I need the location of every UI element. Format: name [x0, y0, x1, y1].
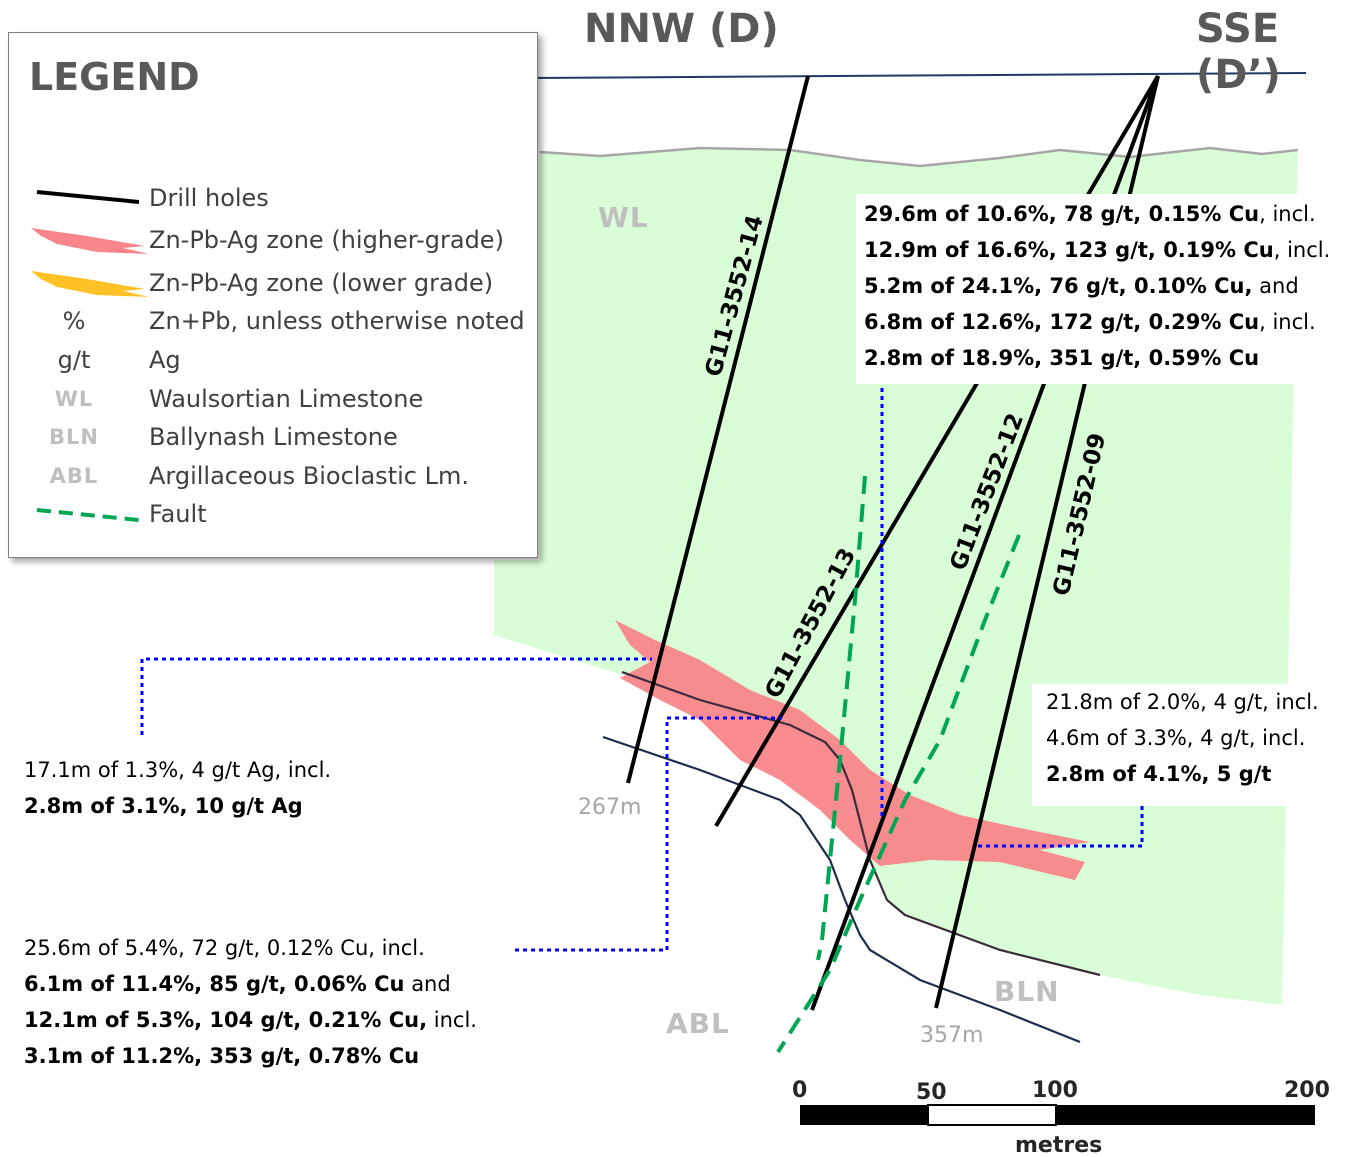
legend-item-abl: ABL Argillaceous Bioclastic Lm.: [9, 458, 537, 494]
intercept-line: 29.6m of 10.6%, 78 g/t, 0.15% Cu, incl.: [864, 202, 1316, 226]
intercept-line: 5.2m of 24.1%, 76 g/t, 0.10% Cu, and: [864, 274, 1299, 298]
unit-label-abl: ABL: [666, 1007, 730, 1040]
percent-symbol: %: [62, 307, 86, 335]
legend-item-percent: % Zn+Pb, unless otherwise noted: [9, 303, 537, 339]
wl-code-symbol: WL: [54, 387, 94, 411]
unit-label-bln: BLN: [994, 975, 1060, 1008]
intercept-note-upper-right: 29.6m of 10.6%, 78 g/t, 0.15% Cu, incl. …: [856, 194, 1339, 384]
legend-item-fault: Fault: [9, 496, 537, 532]
unit-label-wl: WL: [598, 201, 649, 234]
intercept-line: 3.1m of 11.2%, 353 g/t, 0.78% Cu: [24, 1044, 420, 1068]
scale-tick-50: 50: [916, 1080, 947, 1105]
legend-label: Fault: [149, 500, 207, 528]
intercept-line: 2.8m of 4.1%, 5 g/t: [1046, 762, 1272, 786]
legend-item-drill-holes: Drill holes: [9, 180, 537, 216]
abl-code-symbol: ABL: [49, 464, 99, 488]
drill-hole-g11-3552-14: [626, 75, 810, 784]
gt-symbol: g/t: [57, 346, 91, 374]
legend-item-zone-high: Zn-Pb-Ag zone (higher-grade): [9, 222, 537, 258]
bln-code-symbol: BLN: [49, 425, 99, 449]
legend-label: Zn-Pb-Ag zone (higher-grade): [149, 226, 504, 254]
legend-title: LEGEND: [29, 55, 200, 99]
legend-item-wl: WL Waulsortian Limestone: [9, 381, 537, 417]
legend-label: Ballynash Limestone: [149, 423, 398, 451]
intercept-line: 17.1m of 1.3%, 4 g/t Ag, incl.: [24, 758, 332, 782]
direction-label-nnw: NNW (D): [584, 6, 779, 52]
callout-leader-right: [978, 800, 1144, 848]
legend-label: Drill holes: [149, 184, 269, 212]
intercept-line: 6.8m of 12.6%, 172 g/t, 0.29% Cu, incl.: [864, 310, 1316, 334]
legend-item-zone-low: Zn-Pb-Ag zone (lower grade): [9, 265, 537, 301]
scale-bar-segment-50-100: [927, 1104, 1057, 1126]
direction-label-sse: SSE (D’): [1196, 6, 1281, 98]
zone-low-swatch-icon: [27, 265, 147, 301]
scale-tick-100: 100: [1032, 1078, 1078, 1103]
zn-pb-ag-zone-higher-grade: [615, 620, 1090, 880]
drill-hole-line-icon: [27, 180, 147, 216]
intercept-line: 25.6m of 5.4%, 72 g/t, 0.12% Cu, incl.: [24, 936, 425, 960]
intercept-line: 4.6m of 3.3%, 4 g/t, incl.: [1046, 726, 1306, 750]
legend-label: Ag: [149, 346, 181, 374]
intercept-line: 12.9m of 16.6%, 123 g/t, 0.19% Cu, incl.: [864, 238, 1331, 262]
fault-dashed-line-icon: [27, 496, 147, 532]
scale-bar: 0 50 100 200 metres: [792, 1078, 1330, 1157]
fault-line-west: [816, 475, 867, 961]
legend-label: Argillaceous Bioclastic Lm.: [149, 462, 469, 490]
legend-label: Waulsortian Limestone: [149, 385, 424, 413]
intercept-line: 2.8m of 3.1%, 10 g/t Ag: [24, 794, 303, 818]
fault-line-east: [776, 534, 1021, 1054]
legend-label: Zn+Pb, unless otherwise noted: [149, 307, 525, 335]
scale-tick-200: 200: [1284, 1078, 1330, 1103]
depth-label-267m: 267m: [578, 795, 641, 820]
scale-bar-segment-0-50: [800, 1105, 928, 1125]
intercept-note-right: 21.8m of 2.0%, 4 g/t, incl. 4.6m of 3.3%…: [1032, 684, 1337, 806]
legend-label: Zn-Pb-Ag zone (lower grade): [149, 269, 494, 297]
callout-leader-bottom-left: [515, 716, 782, 952]
intercept-line: 12.1m of 5.3%, 104 g/t, 0.21% Cu, incl.: [24, 1008, 477, 1032]
scale-unit-label: metres: [1015, 1133, 1102, 1157]
ground-profile-line: [539, 146, 1299, 168]
zone-high-swatch-icon: [27, 222, 147, 258]
depth-label-357m: 357m: [920, 1023, 983, 1048]
callout-leader-left: [140, 657, 652, 735]
intercept-line: 2.8m of 18.9%, 351 g/t, 0.59% Cu: [864, 346, 1260, 370]
intercept-note-bottom-left: 25.6m of 5.4%, 72 g/t, 0.12% Cu, incl. 6…: [24, 930, 477, 1074]
lower-contact-line: [602, 735, 1081, 1044]
intercept-line: 21.8m of 2.0%, 4 g/t, incl.: [1046, 690, 1319, 714]
legend-item-gt: g/t Ag: [9, 342, 537, 378]
scale-bar-segment-100-200: [1056, 1105, 1315, 1125]
legend-box: LEGEND Drill holes Zn-Pb-Ag zone (higher…: [8, 32, 538, 558]
intercept-note-left: 17.1m of 1.3%, 4 g/t Ag, incl. 2.8m of 3…: [24, 752, 331, 824]
upper-contact-line: [621, 670, 1101, 977]
intercept-line: 6.1m of 11.4%, 85 g/t, 0.06% Cu and: [24, 972, 451, 996]
section-surface-line: [529, 72, 1307, 79]
legend-item-bln: BLN Ballynash Limestone: [9, 419, 537, 455]
scale-tick-0: 0: [792, 1078, 807, 1103]
